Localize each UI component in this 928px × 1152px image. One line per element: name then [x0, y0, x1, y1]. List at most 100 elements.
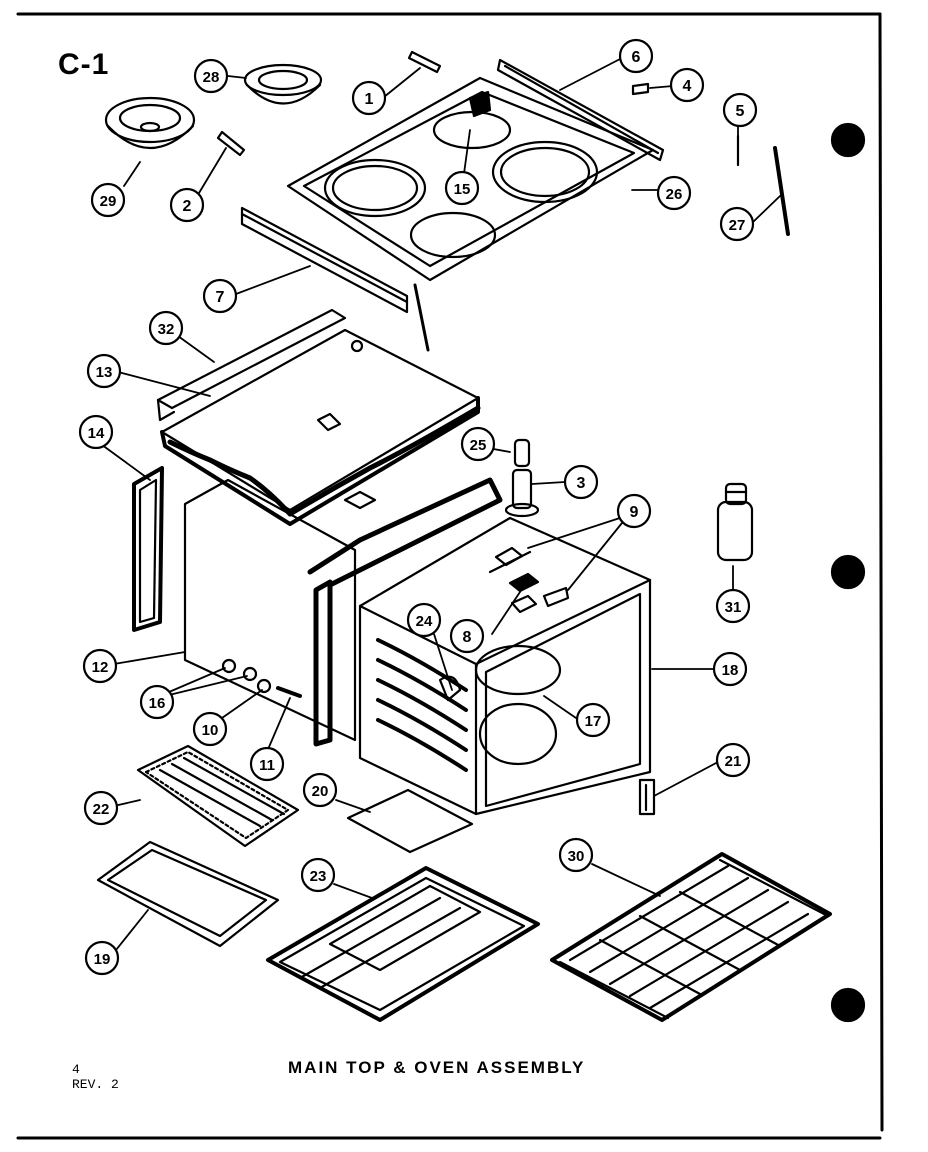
callout-18: 18 [712, 651, 748, 687]
callout-bubble [148, 310, 184, 346]
callout-number: 20 [312, 783, 329, 800]
callout-number: 29 [100, 193, 117, 210]
binder-hole [830, 122, 866, 158]
frame-line [878, 12, 884, 1132]
callout-8: 8 [449, 618, 485, 654]
callout-3: 3 [563, 464, 599, 500]
part-31-oven-light [716, 482, 754, 562]
part-20-cover-panel [346, 788, 474, 854]
callout-bubble [351, 80, 387, 116]
callout-number: 32 [158, 321, 175, 338]
callout-number: 14 [88, 425, 105, 442]
callout-21: 21 [715, 742, 751, 778]
callout-bubble [169, 187, 205, 223]
callout-bubble [82, 648, 118, 684]
callout-number: 9 [630, 504, 639, 521]
binder-hole [830, 987, 866, 1023]
callout-13: 13 [86, 353, 122, 389]
callout-number: 31 [725, 599, 742, 616]
callout-bubble [193, 58, 229, 94]
callout-bubble [616, 493, 652, 529]
binder-hole [830, 554, 866, 590]
part-26-main-top [286, 76, 655, 282]
callout-bubble [444, 170, 480, 206]
callout-11: 11 [249, 746, 285, 782]
callout-20: 20 [302, 772, 338, 808]
callout-number: 25 [470, 437, 487, 454]
callout-5: 5 [722, 92, 758, 128]
callout-10: 10 [192, 711, 228, 747]
part-11-bolt [276, 686, 302, 698]
callout-32: 32 [148, 310, 184, 346]
callout-number: 10 [202, 722, 219, 739]
diagram-title: MAIN TOP & OVEN ASSEMBLY [288, 1058, 586, 1077]
callout-4: 4 [669, 67, 705, 103]
callout-number: 30 [568, 848, 585, 865]
callout-number: 4 [683, 78, 692, 95]
callout-number: 2 [183, 198, 192, 215]
revision-label: REV. 2 [72, 1077, 119, 1092]
callout-bubble [715, 742, 751, 778]
part-21-hinge [638, 778, 656, 816]
callout-bubble [715, 588, 751, 624]
callout-bubble [90, 182, 126, 218]
part-12-oven-wrapper [183, 477, 503, 747]
part-27-rod [773, 146, 790, 236]
part-22-broiler-grid [136, 744, 300, 848]
leveling-rod [413, 283, 430, 352]
part-13-top-insulation [160, 328, 481, 526]
callout-bubble [192, 711, 228, 747]
callout-number: 11 [259, 757, 275, 774]
callout-bubble [449, 618, 485, 654]
callout-9: 9 [616, 493, 652, 529]
part-7-front-trim [240, 206, 409, 314]
callout-29: 29 [90, 182, 126, 218]
callout-number: 22 [93, 801, 110, 818]
callout-bubble [84, 940, 120, 976]
callout-17: 17 [575, 702, 611, 738]
callout-layer: 1234567891011121314151617181920212223242… [78, 38, 758, 976]
callout-bubble [575, 702, 611, 738]
part-16-grommet [221, 658, 237, 674]
callout-26: 26 [656, 175, 692, 211]
callout-bubble [719, 206, 755, 242]
callout-number: 8 [463, 629, 472, 646]
callout-bubble [78, 414, 114, 450]
part-6-rear-trim [496, 58, 665, 162]
callout-number: 7 [216, 289, 225, 306]
callout-number: 27 [729, 217, 746, 234]
callout-bubble [460, 426, 496, 462]
callout-number: 28 [203, 69, 220, 86]
callout-27: 27 [719, 206, 755, 242]
callout-bubble [618, 38, 654, 74]
callout-bubble [558, 837, 594, 873]
callout-number: 5 [736, 103, 745, 120]
callout-bubble [139, 684, 175, 720]
callout-2: 2 [169, 187, 205, 223]
callout-bubble [406, 602, 442, 638]
callout-16: 16 [139, 684, 175, 720]
part-28-drip-bowl [243, 63, 323, 105]
part-15-terminal-block [468, 90, 492, 118]
callout-number: 24 [416, 613, 433, 630]
page-number: 4 [72, 1062, 80, 1077]
callout-bubble [202, 278, 238, 314]
callout-number: 3 [577, 475, 586, 492]
part-23-oven-rack [266, 866, 540, 1022]
callout-31: 31 [715, 588, 751, 624]
callout-25: 25 [460, 426, 496, 462]
callout-number: 15 [454, 181, 471, 198]
callout-23: 23 [300, 857, 336, 893]
callout-number: 17 [585, 713, 602, 730]
part-32-bracket [156, 308, 347, 422]
callout-bubble [656, 175, 692, 211]
callout-number: 1 [365, 91, 374, 108]
callout-number: 23 [310, 868, 327, 885]
callout-number: 6 [632, 49, 641, 66]
callout-6: 6 [618, 38, 654, 74]
part-10-nut [256, 678, 272, 694]
callout-15: 15 [444, 170, 480, 206]
callout-24: 24 [406, 602, 442, 638]
callout-bubble [300, 857, 336, 893]
